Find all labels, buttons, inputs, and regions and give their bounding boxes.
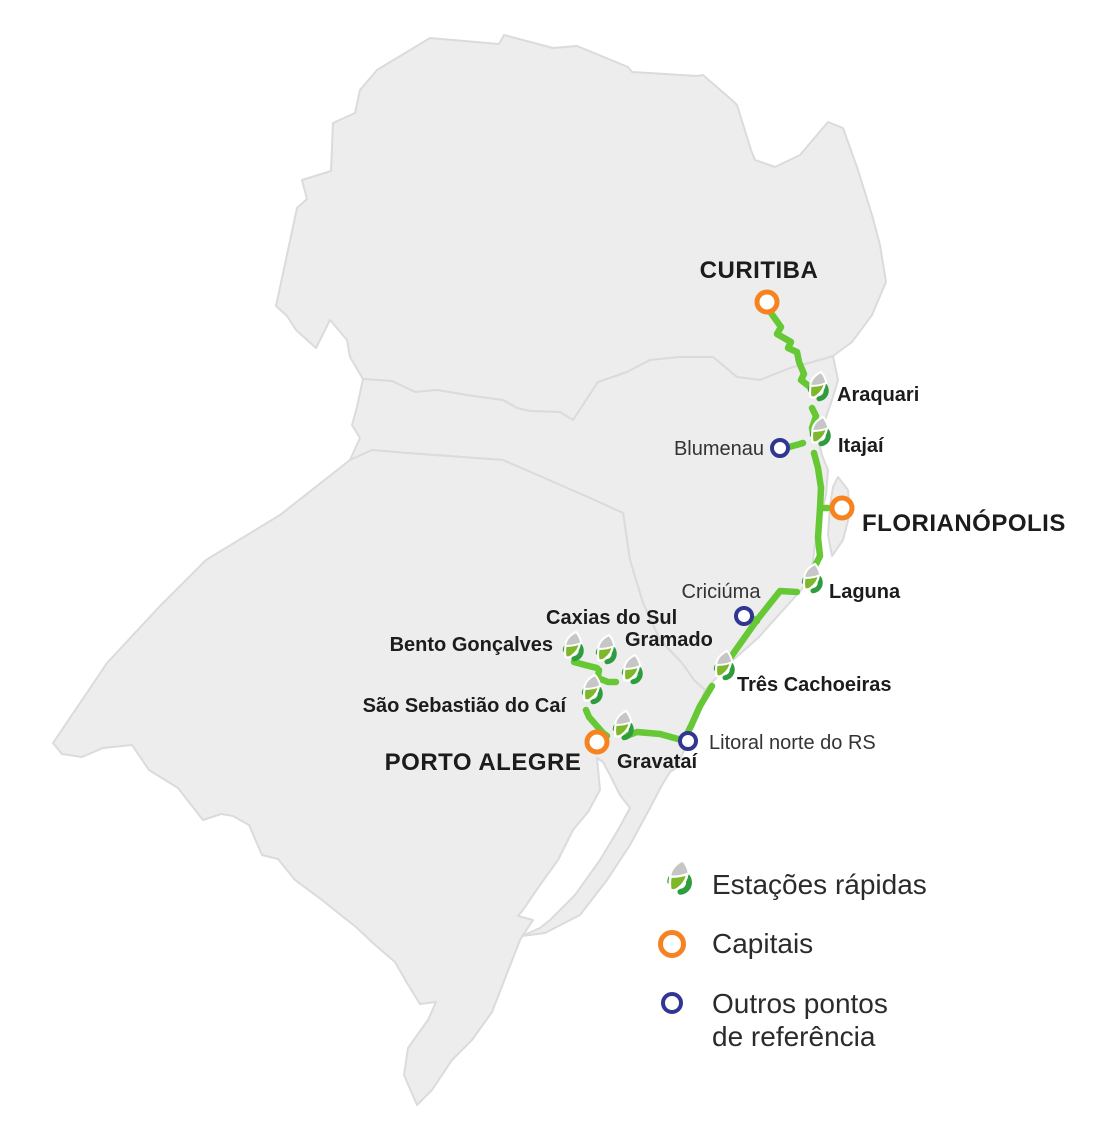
capital-label-florianopolis: FLORIANÓPOLIS <box>862 509 1066 537</box>
legend-capital-icon <box>658 930 686 958</box>
leaf-icon <box>582 673 602 702</box>
leaf-icon <box>613 709 633 738</box>
station-marker-tres-cachoeiras <box>713 649 735 681</box>
station-marker-laguna <box>801 562 823 594</box>
station-label-bento-goncalves: Bento Gonçalves <box>390 634 553 656</box>
labels-layer: CURITIBA FLORIANÓPOLIS PORTO ALEGRE Blumena… <box>363 257 1066 776</box>
capital-marker-curitiba <box>754 289 780 315</box>
capital-marker-florianopolis <box>829 495 855 521</box>
legend-label-reference-points: de referência <box>712 1021 876 1052</box>
station-marker-gravatai <box>612 709 634 741</box>
reference-label-blumenau: Blumenau <box>674 438 764 460</box>
station-marker-gramado <box>621 653 643 685</box>
capital-label-curitiba: CURITIBA <box>700 257 819 284</box>
reference-marker-criciuma <box>734 606 754 626</box>
leaf-icon <box>714 649 734 678</box>
station-label-tres-cachoeiras: Três Cachoeiras <box>737 674 892 696</box>
capital-marker-porto-alegre <box>584 729 610 755</box>
legend-label-reference-points: Outros pontos <box>712 988 888 1019</box>
station-label-sao-sebastiao-do-cai: São Sebastião do Caí <box>363 695 568 717</box>
station-marker-sao-sebastiao-do-cai <box>581 673 603 705</box>
legend-label-capitals: Capitais <box>712 928 813 959</box>
reference-label-litoral-norte-do-rs: Litoral norte do RS <box>709 732 876 754</box>
station-marker-araquari <box>807 370 829 402</box>
markers-layer <box>562 289 855 755</box>
station-label-araquari: Araquari <box>837 384 919 406</box>
leaf-icon <box>810 415 830 444</box>
station-marker-caxias-do-sul <box>595 633 617 665</box>
state-shape-parana <box>275 34 887 421</box>
reference-marker-litoral-norte-do-rs <box>678 731 698 751</box>
station-label-gramado: Gramado <box>625 629 713 651</box>
leaf-icon <box>622 653 642 682</box>
leaf-icon <box>668 859 691 892</box>
capital-label-porto-alegre: PORTO ALEGRE <box>385 749 582 776</box>
leaf-icon <box>808 370 828 399</box>
state-shape-rio-grande-do-sul <box>52 449 706 1106</box>
station-marker-bento-goncalves <box>562 630 584 662</box>
reference-label-criciuma: Criciúma <box>682 581 762 603</box>
leaf-icon <box>802 562 822 591</box>
station-label-itajai: Itajaí <box>838 435 885 457</box>
legend-label-fast-stations: Estações rápidas <box>712 869 927 900</box>
station-label-laguna: Laguna <box>829 581 901 603</box>
leaf-icon <box>596 633 616 662</box>
legend-reference-icon <box>661 992 683 1014</box>
legend-fast-station-icon <box>667 859 692 895</box>
station-label-caxias-do-sul: Caxias do Sul <box>546 607 677 629</box>
reference-marker-blumenau <box>770 438 790 458</box>
leaf-icon <box>563 630 583 659</box>
station-marker-itajai <box>809 415 831 447</box>
station-label-gravatai: Gravataí <box>617 751 698 773</box>
